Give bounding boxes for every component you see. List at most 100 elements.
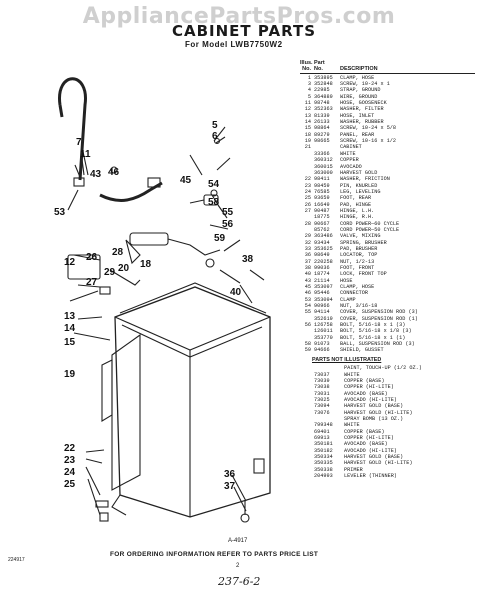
column-illus-label: Illus. (300, 60, 313, 66)
description-cell: SCREW, 10-24 x 5/8 (340, 125, 397, 132)
description-cell: AVOCADO (HI-LITE) (344, 447, 397, 454)
description-cell: PANEL, REAR (340, 131, 375, 138)
table-row: SPRAY BOMB (13 OZ.) (300, 416, 475, 422)
part-no-cell: 363486 (314, 233, 333, 240)
description-cell: BOLT, 5/16-18 x 1 (3) (340, 322, 406, 329)
description-cell: AVOCADO (HI-LITE) (344, 396, 397, 403)
illus-no-cell: 21 (304, 144, 311, 151)
description-cell: WHITE (344, 371, 360, 378)
table-row: 350181 AVOCADO (BASE) (300, 441, 475, 447)
illus-no-cell: 45 (304, 284, 311, 291)
description-cell: CLAMP, HOSE (340, 74, 375, 81)
description-cell: PRIMER (344, 466, 363, 473)
part-no-cell: 98665 (314, 138, 330, 145)
description-cell: COPPER (HI-LITE) (344, 384, 394, 391)
part-no-cell: 94114 (314, 309, 330, 316)
callout-37: 37 (224, 481, 236, 492)
part-no-cell: 98864 (314, 125, 330, 132)
illus-no-cell: 40 (304, 271, 311, 278)
inlet-hose-shape (99, 181, 163, 202)
illus-no-cell: 11 (304, 100, 311, 107)
description-cell: SCREW, 10-16 x 1/2 (340, 138, 397, 145)
callout-26: 26 (86, 252, 98, 263)
part-no-cell: 350338 (314, 466, 333, 473)
description-cell: CORD POWER—60 CYCLE (340, 220, 400, 227)
description-cell: BALL, SUSPENSION ROD (3) (340, 341, 415, 348)
illus-no-cell: 15 (304, 125, 311, 132)
illus-no-cell: 1 (307, 74, 311, 81)
callout-45: 45 (180, 175, 192, 186)
description-cell: WHITE (344, 422, 360, 429)
gooseneck-hose-shape (58, 77, 87, 181)
part-no-cell: 799348 (314, 422, 333, 429)
description-cell: CLAMP, HOSE (340, 284, 375, 291)
part-no-cell: 350181 (314, 441, 333, 448)
callout-11: 11 (80, 149, 91, 160)
callout-13: 13 (64, 311, 76, 322)
illus-no-cell: 5 (307, 93, 311, 100)
illus-no-cell: 19 (304, 138, 311, 145)
description-cell: BOLT, 5/16-18 x 1 (1) (340, 334, 406, 341)
description-cell: AVOCADO (BASE) (344, 441, 388, 448)
part-no-cell: 69401 (314, 428, 330, 435)
part-no-cell: 350335 (314, 460, 333, 467)
part-no-cell: 33366 (314, 150, 330, 157)
description-cell: NUT, 1/2-13 (340, 258, 375, 265)
part-no-cell: 352619 (314, 315, 333, 322)
table-row: 350338 PRIMER (300, 467, 475, 473)
description-cell: CLAMP (340, 296, 356, 303)
part-no-cell: 73025 (314, 396, 330, 403)
illus-no-cell: 56 (304, 322, 311, 329)
callout-55: 55 (222, 207, 234, 218)
table-row: 799348 WHITE (300, 422, 475, 428)
illus-no-cell: 36 (304, 252, 311, 259)
description-cell: COVER, SUSPENSION ROD (3) (340, 309, 418, 316)
column-description-label: DESCRIPTION (340, 66, 378, 73)
callout-54: 54 (208, 179, 220, 190)
description-cell: WASHER, RUBBER (340, 119, 384, 126)
part-no-cell: 76585 (314, 188, 330, 195)
description-cell: HARVEST GOLD (BASE) (344, 453, 404, 460)
illus-no-cell: 33 (304, 245, 311, 252)
illus-no-cell: 59 (304, 347, 311, 354)
part-no-cell: 73031 (314, 390, 330, 397)
page-number: 2 (236, 563, 240, 569)
callout-6: 6 (212, 131, 218, 142)
callout-20: 20 (118, 263, 130, 274)
part-no-cell: 73076 (314, 409, 330, 416)
part-no-cell: 85762 (314, 226, 330, 233)
description-cell: PAD, HINGE (340, 201, 372, 208)
page-code: 224917 (8, 557, 25, 563)
callout-29: 29 (104, 267, 116, 278)
illus-no-cell: 12 (304, 106, 311, 113)
part-no-cell: 73094 (314, 403, 330, 410)
description-cell: HINGE, R.H. (340, 214, 375, 221)
description-cell: COPPER (340, 157, 359, 164)
part-no-cell: 126758 (314, 322, 333, 329)
description-cell: HARVEST GOLD (340, 169, 378, 176)
part-no-cell: 91073 (314, 341, 330, 348)
description-cell: CONNECTOR (340, 290, 369, 297)
